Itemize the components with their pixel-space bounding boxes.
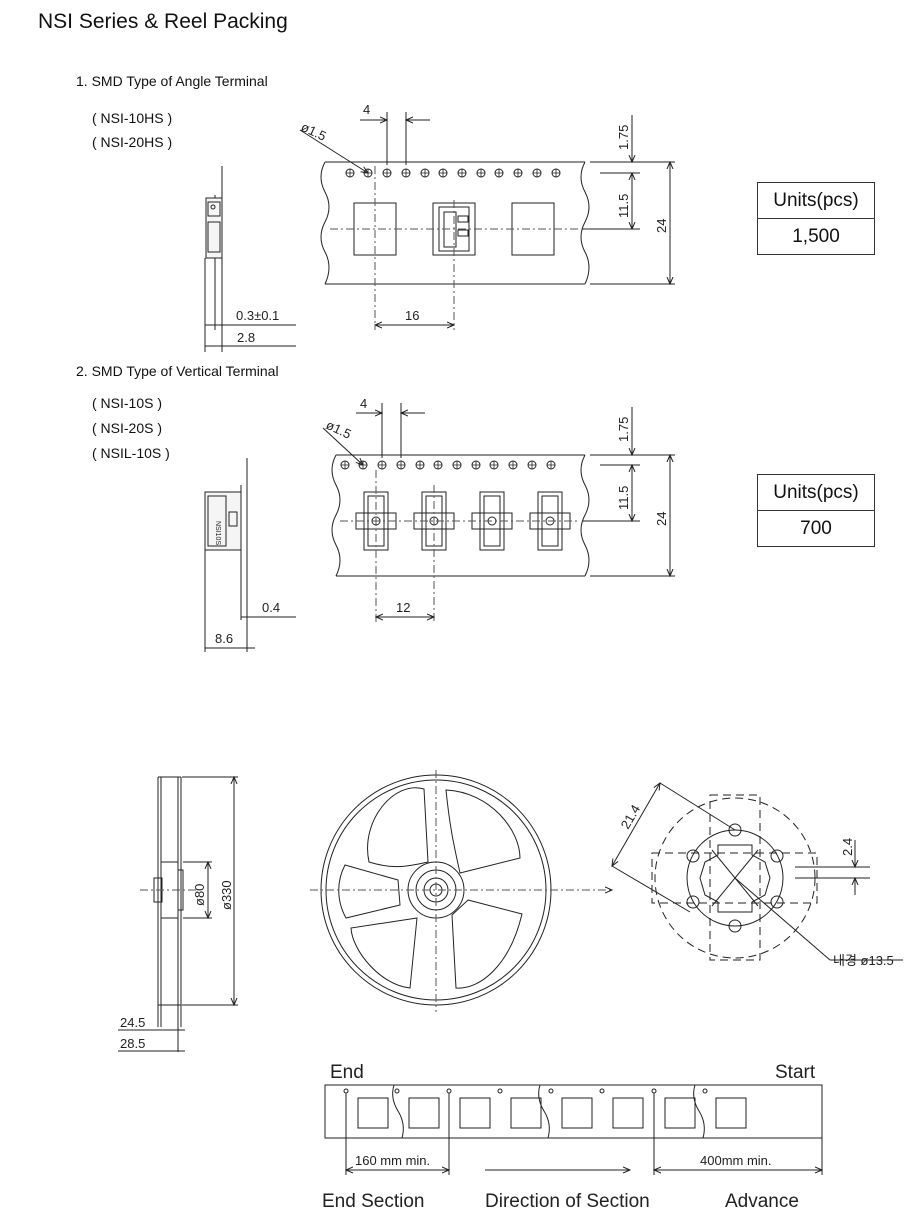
section2-units-value: 700 (800, 518, 832, 539)
end-section-label: End Section (322, 1191, 424, 1212)
section1-edge-dim: 1.75 (616, 125, 631, 150)
section1-center-dim: 11.5 (616, 194, 631, 218)
start-min-dim: 400mm min. (700, 1153, 772, 1168)
reel-dia-dim: ø330 (219, 880, 234, 910)
section2-thickness-dim: 0.4 (262, 600, 280, 615)
section2-part-2: ( NSI-20S ) (92, 420, 163, 436)
reel-hub-dia-dim: ø80 (192, 884, 207, 906)
section1-units-header: Units(pcs) (758, 183, 874, 219)
page-title: NSI Series & Reel Packing (38, 10, 288, 33)
section2-part-3: ( NSIL-10S ) (92, 445, 170, 461)
section2-side-view (204, 458, 296, 652)
section2-pitch-dim: 12 (396, 600, 410, 615)
section1-side-view (204, 166, 296, 352)
hub-detail-view (612, 783, 903, 961)
direction-of-section-label: Direction of Section (485, 1191, 650, 1212)
section1-part-2: ( NSI-20HS ) (92, 134, 173, 150)
reel-width-outer-dim: 28.5 (120, 1036, 145, 1051)
section2-hole-pitch-dim: 4 (360, 396, 367, 411)
section1-units-value: 1,500 (792, 226, 840, 247)
hub-dim-a: 21.4 (618, 802, 644, 831)
hub-dim-b: 2.4 (840, 838, 855, 856)
section2-part-marking-icon: NSI10S (214, 521, 221, 545)
section2-units-table: Units(pcs) 700 (757, 474, 875, 547)
tape-end-label: End (330, 1062, 364, 1083)
section1-pitch-dim: 16 (405, 308, 419, 323)
end-min-dim: 160 mm min. (355, 1153, 430, 1168)
reel-front-view (310, 770, 612, 1012)
hub-inner-dia-dim: 내경 ø13.5 (833, 953, 894, 968)
section2-edge-dim: 1.75 (616, 417, 631, 442)
section1-width-dim: 24 (654, 219, 669, 233)
reel-width-inner-dim: 24.5 (120, 1015, 145, 1030)
section2-tape (322, 403, 675, 622)
section1-hole-dia-dim: ø1.5 (299, 119, 329, 144)
section1-units-table: Units(pcs) 1,500 (757, 182, 875, 255)
section2-part-1: ( NSI-10S ) (92, 395, 163, 411)
section2-width-dim: 24 (654, 512, 669, 526)
section1-hole-pitch-dim: 4 (363, 102, 370, 117)
tape-sections-diagram (324, 1084, 822, 1175)
reel-side-view (118, 777, 238, 1052)
section1-tape (299, 112, 675, 330)
section2-center-dim: 11.5 (616, 486, 631, 510)
section1-heading: 1. SMD Type of Angle Terminal (76, 73, 268, 89)
tape-start-label: Start (775, 1062, 816, 1083)
section1-sprocket-holes (345, 168, 561, 178)
advance-label: Advance (725, 1191, 799, 1212)
section2-hole-dia-dim: ø1.5 (324, 417, 354, 442)
section1-part-1: ( NSI-10HS ) (92, 110, 173, 126)
section1-thickness-dim: 0.3±0.1 (236, 308, 279, 323)
section2-units-header: Units(pcs) (758, 475, 874, 511)
section2-heading: 2. SMD Type of Vertical Terminal (76, 363, 279, 379)
section1-depth-dim: 2.8 (237, 330, 255, 345)
section2-sprocket-holes (340, 460, 556, 470)
section2-depth-dim: 8.6 (215, 631, 233, 646)
